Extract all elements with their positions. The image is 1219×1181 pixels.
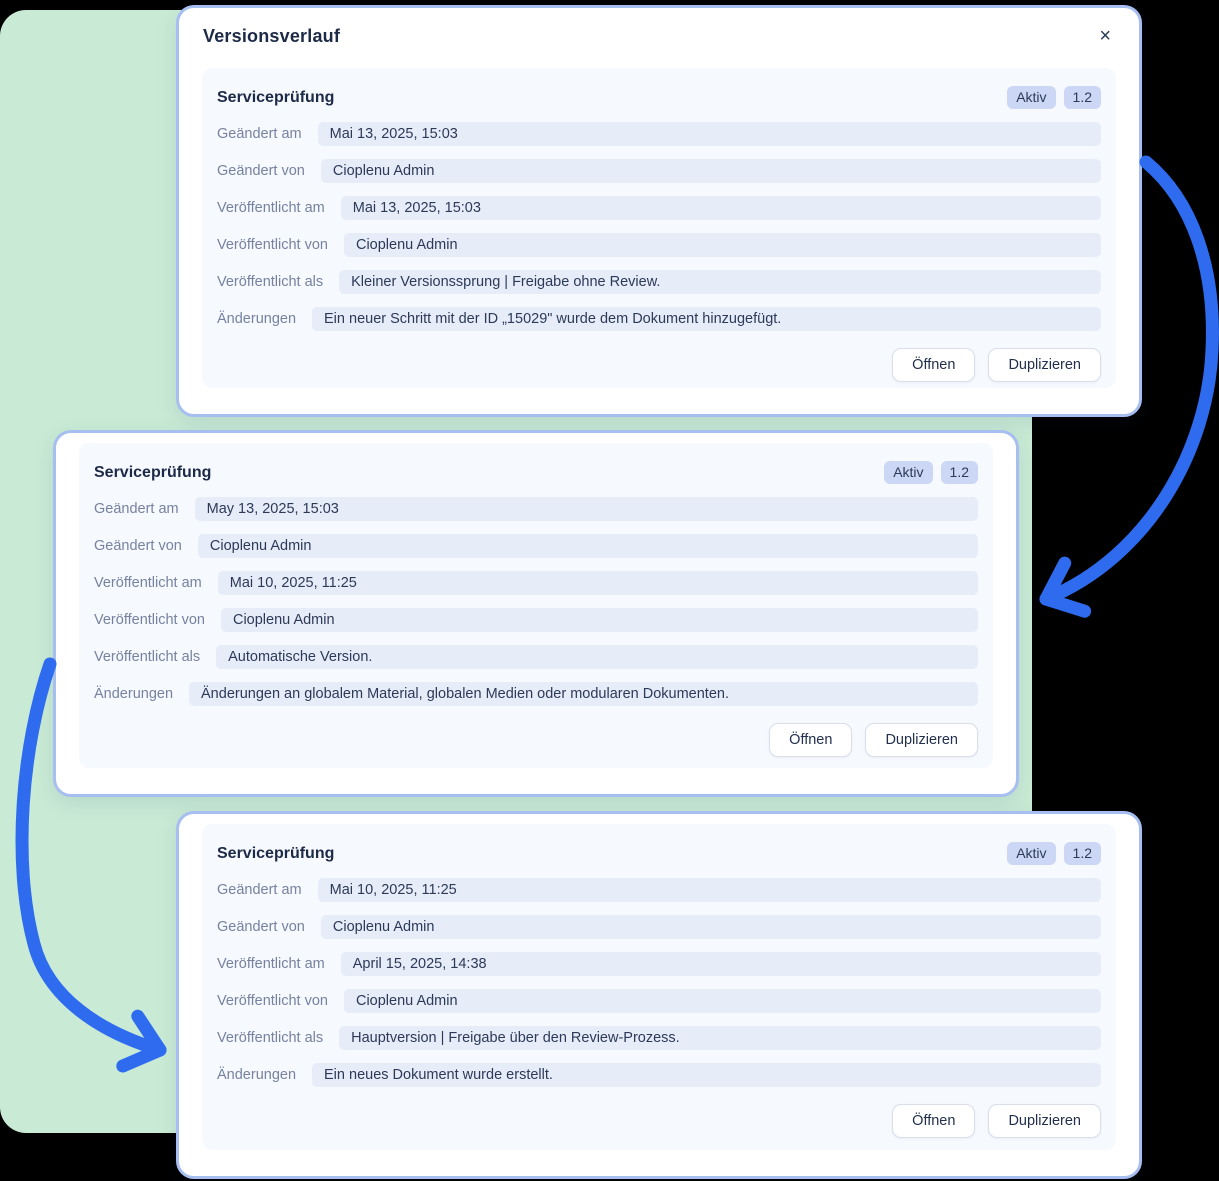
document-title: Serviceprüfung	[217, 88, 335, 106]
field-row-published-by: Veröffentlicht von Cioplenu Admin	[217, 233, 1101, 257]
field-value: Mai 13, 2025, 15:03	[340, 196, 1101, 220]
status-badge: Aktiv	[884, 461, 933, 484]
field-label: Veröffentlicht von	[217, 993, 328, 1009]
version-history-modal: Versionsverlauf × Serviceprüfung Aktiv 1…	[176, 5, 1142, 417]
field-value: Mai 10, 2025, 11:25	[217, 571, 978, 595]
field-label: Änderungen	[217, 1067, 297, 1083]
field-row-modified-at: Geändert am May 13, 2025, 15:03	[94, 497, 978, 521]
version-entry-panel: Serviceprüfung Aktiv 1.2 Geändert am Mai…	[202, 68, 1116, 388]
field-value: Änderungen an globalem Material, globale…	[189, 682, 978, 706]
field-label: Geändert von	[94, 538, 182, 554]
field-label: Geändert am	[94, 501, 179, 517]
field-label: Veröffentlicht als	[94, 649, 201, 665]
field-label: Veröffentlicht am	[94, 575, 202, 591]
version-badge: 1.2	[1063, 86, 1101, 109]
field-row-modified-at: Geändert am Mai 13, 2025, 15:03	[217, 122, 1101, 146]
close-icon[interactable]: ×	[1095, 22, 1115, 50]
field-label: Veröffentlicht am	[217, 956, 325, 972]
document-title: Serviceprüfung	[217, 844, 335, 862]
field-row-published-at: Veröffentlicht am Mai 10, 2025, 11:25	[94, 571, 978, 595]
field-row-modified-by: Geändert von Cioplenu Admin	[217, 159, 1101, 183]
field-value: Cioplenu Admin	[320, 915, 1101, 939]
field-value: April 15, 2025, 14:38	[340, 952, 1101, 976]
field-label: Geändert am	[217, 882, 302, 898]
field-value: Ein neuer Schritt mit der ID „15029" wur…	[312, 307, 1101, 331]
field-label: Veröffentlicht als	[217, 274, 324, 290]
field-label: Veröffentlicht als	[217, 1030, 324, 1046]
field-value: Cioplenu Admin	[197, 534, 978, 558]
field-label: Veröffentlicht von	[217, 237, 328, 253]
field-value: Cioplenu Admin	[320, 159, 1101, 183]
field-value: Mai 10, 2025, 11:25	[317, 878, 1101, 902]
open-button[interactable]: Öffnen	[892, 1104, 976, 1138]
modal-title: Versionsverlauf	[203, 26, 341, 46]
field-value: Cioplenu Admin	[220, 608, 978, 632]
field-row-changes: Änderungen Ein neuer Schritt mit der ID …	[217, 307, 1101, 331]
version-entry-card-middle: Serviceprüfung Aktiv 1.2 Geändert am May…	[53, 430, 1019, 797]
field-value: Ein neues Dokument wurde erstellt.	[312, 1063, 1101, 1087]
open-button[interactable]: Öffnen	[892, 348, 976, 382]
field-row-published-as: Veröffentlicht als Kleiner Versionssprun…	[217, 270, 1101, 294]
field-label: Änderungen	[217, 311, 297, 327]
field-value: Cioplenu Admin	[343, 989, 1101, 1013]
field-value: Kleiner Versionssprung | Freigabe ohne R…	[339, 270, 1101, 294]
field-value: Mai 13, 2025, 15:03	[317, 122, 1101, 146]
field-row-published-as: Veröffentlicht als Hauptversion | Freiga…	[217, 1026, 1101, 1050]
duplicate-button[interactable]: Duplizieren	[988, 1104, 1101, 1138]
field-row-modified-by: Geändert von Cioplenu Admin	[217, 915, 1101, 939]
version-entry-panel: Serviceprüfung Aktiv 1.2 Geändert am May…	[79, 443, 993, 768]
status-badge: Aktiv	[1007, 86, 1056, 109]
field-row-published-at: Veröffentlicht am April 15, 2025, 14:38	[217, 952, 1101, 976]
open-button[interactable]: Öffnen	[769, 723, 853, 757]
field-value: Hauptversion | Freigabe über den Review-…	[339, 1026, 1101, 1050]
field-row-published-as: Veröffentlicht als Automatische Version.	[94, 645, 978, 669]
field-label: Geändert am	[217, 126, 302, 142]
field-row-published-by: Veröffentlicht von Cioplenu Admin	[217, 989, 1101, 1013]
field-row-modified-at: Geändert am Mai 10, 2025, 11:25	[217, 878, 1101, 902]
field-label: Veröffentlicht am	[217, 200, 325, 216]
field-row-changes: Änderungen Änderungen an globalem Materi…	[94, 682, 978, 706]
field-value: May 13, 2025, 15:03	[194, 497, 978, 521]
version-badge: 1.2	[1063, 842, 1101, 865]
field-row-changes: Änderungen Ein neues Dokument wurde erst…	[217, 1063, 1101, 1087]
version-entry-card-bottom: Serviceprüfung Aktiv 1.2 Geändert am Mai…	[176, 811, 1142, 1179]
status-badge: Aktiv	[1007, 842, 1056, 865]
field-label: Änderungen	[94, 686, 174, 702]
field-row-published-by: Veröffentlicht von Cioplenu Admin	[94, 608, 978, 632]
field-value: Cioplenu Admin	[343, 233, 1101, 257]
duplicate-button[interactable]: Duplizieren	[865, 723, 978, 757]
field-value: Automatische Version.	[216, 645, 978, 669]
duplicate-button[interactable]: Duplizieren	[988, 348, 1101, 382]
document-title: Serviceprüfung	[94, 463, 212, 481]
field-label: Geändert von	[217, 163, 305, 179]
field-label: Geändert von	[217, 919, 305, 935]
field-row-published-at: Veröffentlicht am Mai 13, 2025, 15:03	[217, 196, 1101, 220]
version-entry-panel: Serviceprüfung Aktiv 1.2 Geändert am Mai…	[202, 824, 1116, 1150]
field-label: Veröffentlicht von	[94, 612, 205, 628]
field-row-modified-by: Geändert von Cioplenu Admin	[94, 534, 978, 558]
version-badge: 1.2	[940, 461, 978, 484]
